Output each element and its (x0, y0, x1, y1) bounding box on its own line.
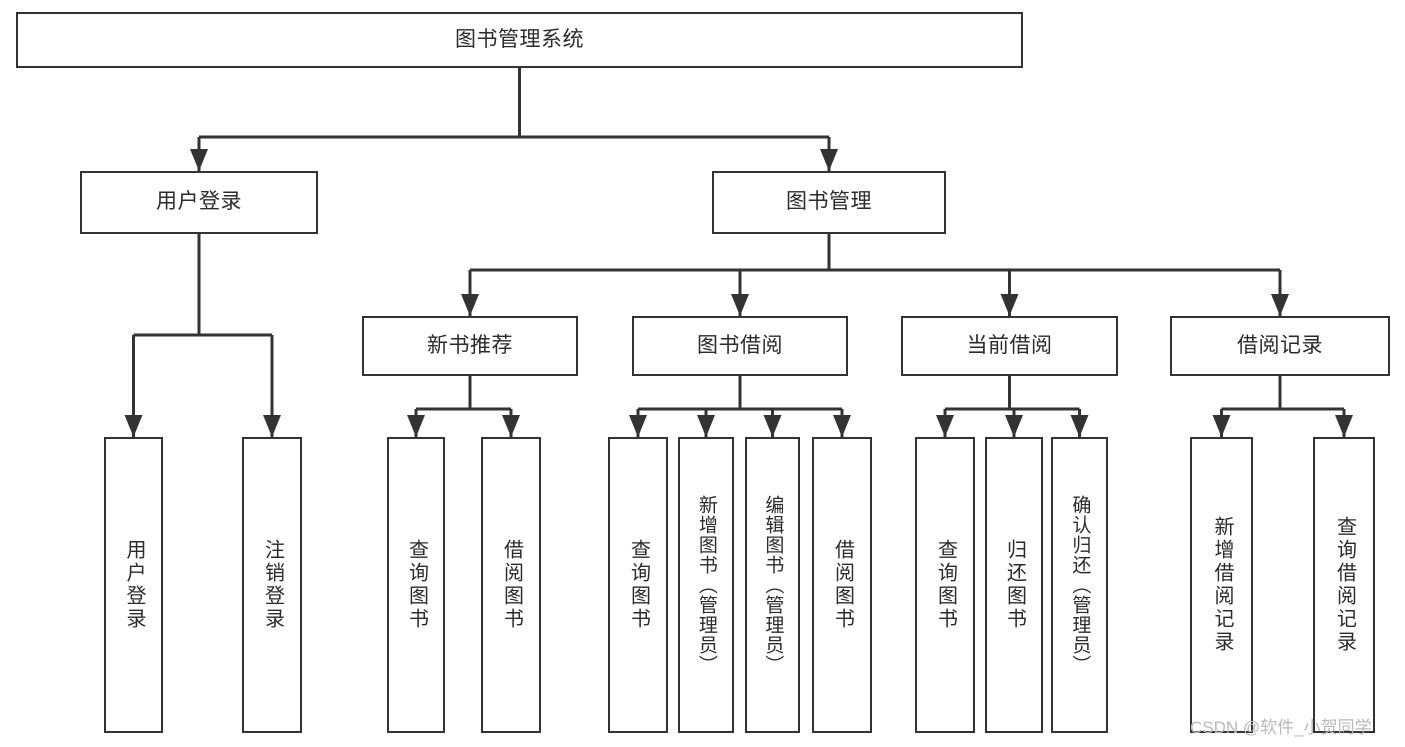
arrowhead (731, 294, 749, 316)
arrowhead (502, 415, 520, 437)
node-label: 新增图书（管理员） (695, 495, 717, 675)
arrowhead (1070, 415, 1089, 437)
arrowhead (629, 415, 647, 437)
arrowhead (190, 149, 208, 171)
arrowhead (820, 149, 838, 171)
node-root: 图书管理系统 (16, 12, 1023, 68)
node-leaf-login-1: 用户登录 (104, 437, 163, 733)
node-login: 用户登录 (80, 171, 318, 234)
node-label: 借阅图书 (831, 539, 854, 631)
watermark: CSDN @软件_小贺同学 (1190, 718, 1372, 737)
arrowhead (936, 415, 954, 437)
node-label: 新增借阅记录 (1211, 516, 1233, 654)
arrowhead (1000, 294, 1019, 316)
node-newbook: 新书推荐 (362, 316, 578, 376)
node-label: 查询图书 (405, 539, 428, 631)
node-label: 当前借阅 (966, 333, 1053, 357)
node-leaf-new-1: 查询图书 (387, 437, 445, 733)
arrowhead (833, 415, 851, 437)
node-leaf-rec-2: 查询借阅记录 (1313, 437, 1375, 733)
node-borrow: 图书借阅 (632, 316, 848, 376)
node-label: 编辑图书（管理员） (762, 495, 784, 675)
arrowhead (407, 415, 425, 437)
node-leaf-cur-2: 归还图书 (985, 437, 1043, 733)
arrowhead (263, 415, 281, 437)
node-label: 用户登录 (123, 539, 145, 631)
node-label: 查询图书 (934, 539, 957, 631)
arrowhead (1335, 415, 1353, 437)
arrowhead (697, 415, 715, 437)
node-bookmgmt: 图书管理 (712, 171, 946, 234)
node-label: 用户登录 (156, 190, 242, 214)
node-label: 图书管理系统 (455, 27, 584, 51)
node-leaf-new-2: 借阅图书 (481, 437, 541, 733)
arrowhead (124, 415, 143, 437)
arrowhead (461, 294, 479, 316)
node-label: 确认归还（管理员） (1069, 495, 1091, 675)
node-label: 图书管理 (786, 190, 872, 214)
arrowhead (1271, 294, 1289, 316)
node-label: 注销登录 (261, 539, 284, 631)
node-leaf-rec-1: 新增借阅记录 (1190, 437, 1253, 733)
node-leaf-cur-3: 确认归还（管理员） (1051, 437, 1108, 733)
node-label: 借阅记录 (1237, 333, 1323, 357)
arrowhead (763, 415, 782, 437)
node-leaf-borrow-4: 借阅图书 (812, 437, 872, 733)
node-label: 查询借阅记录 (1333, 516, 1356, 654)
node-current: 当前借阅 (901, 316, 1118, 376)
node-leaf-borrow-1: 查询图书 (608, 437, 668, 733)
node-label: 图书借阅 (697, 333, 783, 357)
arrowhead (1212, 415, 1231, 437)
node-label: 归还图书 (1003, 539, 1026, 631)
node-leaf-login-2: 注销登录 (242, 437, 302, 733)
arrowhead (1005, 415, 1023, 437)
node-leaf-borrow-2: 新增图书（管理员） (678, 437, 734, 733)
node-leaf-borrow-3: 编辑图书（管理员） (745, 437, 800, 733)
node-label: 查询图书 (627, 539, 650, 631)
node-leaf-cur-1: 查询图书 (915, 437, 975, 733)
node-records: 借阅记录 (1170, 316, 1390, 376)
node-label: 借阅图书 (500, 539, 523, 631)
node-label: 新书推荐 (427, 333, 513, 357)
